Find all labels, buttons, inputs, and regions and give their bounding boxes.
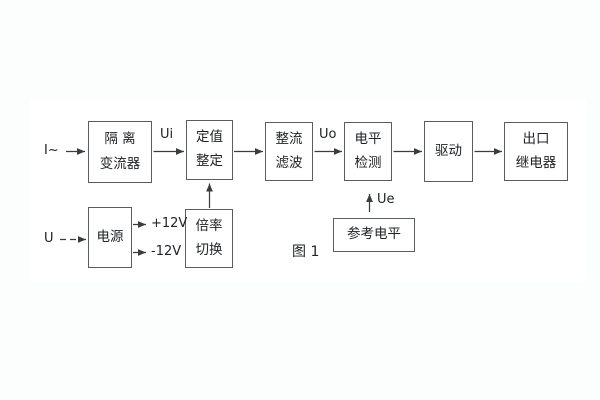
signal-label-input-current: I~ <box>44 143 59 158</box>
block-label-line: 变流器 <box>99 155 141 172</box>
block-power-supply: 电源 <box>88 207 132 268</box>
block-label-line: 出口 <box>522 131 550 147</box>
block-label-line: 驱动 <box>435 142 462 159</box>
block-level-detect: 电平 检测 <box>344 122 392 181</box>
block-label-line: 定值 <box>196 129 223 146</box>
block-output-relay: 出口 继电器 <box>504 122 568 181</box>
block-rectify-filter: 整流 滤波 <box>265 122 313 181</box>
signal-label-minus-12v: -12V <box>151 244 182 259</box>
block-label-line: 继电器 <box>515 154 557 171</box>
signal-label-ue: Ue <box>377 192 395 207</box>
block-label-line: 整流 <box>275 131 303 147</box>
signal-label-uo: Uo <box>319 127 337 142</box>
block-reference-level: 参考电平 <box>333 218 415 252</box>
block-label-line: 滤波 <box>275 154 303 171</box>
block-label-line: 电平 <box>354 131 382 147</box>
signal-label-plus-12v: +12V <box>151 216 188 231</box>
block-isolation-transformer: 隔 离 变流器 <box>88 121 152 183</box>
block-label-line: 隔 离 <box>104 131 136 147</box>
block-label-line: 参考电平 <box>347 226 401 243</box>
block-label-line: 整定 <box>196 153 223 170</box>
block-label-line: 检测 <box>354 154 382 171</box>
block-drive: 驱动 <box>424 121 473 182</box>
block-label-line: 切换 <box>195 241 223 258</box>
signal-label-input-voltage: U <box>44 231 54 246</box>
block-label-line: 电源 <box>96 228 124 245</box>
signal-label-ui: Ui <box>160 127 174 142</box>
block-ratio-switch: 倍率 切换 <box>185 209 233 268</box>
block-label-line: 倍率 <box>195 218 223 234</box>
figure-caption: 图 1 <box>292 244 320 260</box>
block-setpoint-adjust: 定值 整定 <box>186 120 233 180</box>
